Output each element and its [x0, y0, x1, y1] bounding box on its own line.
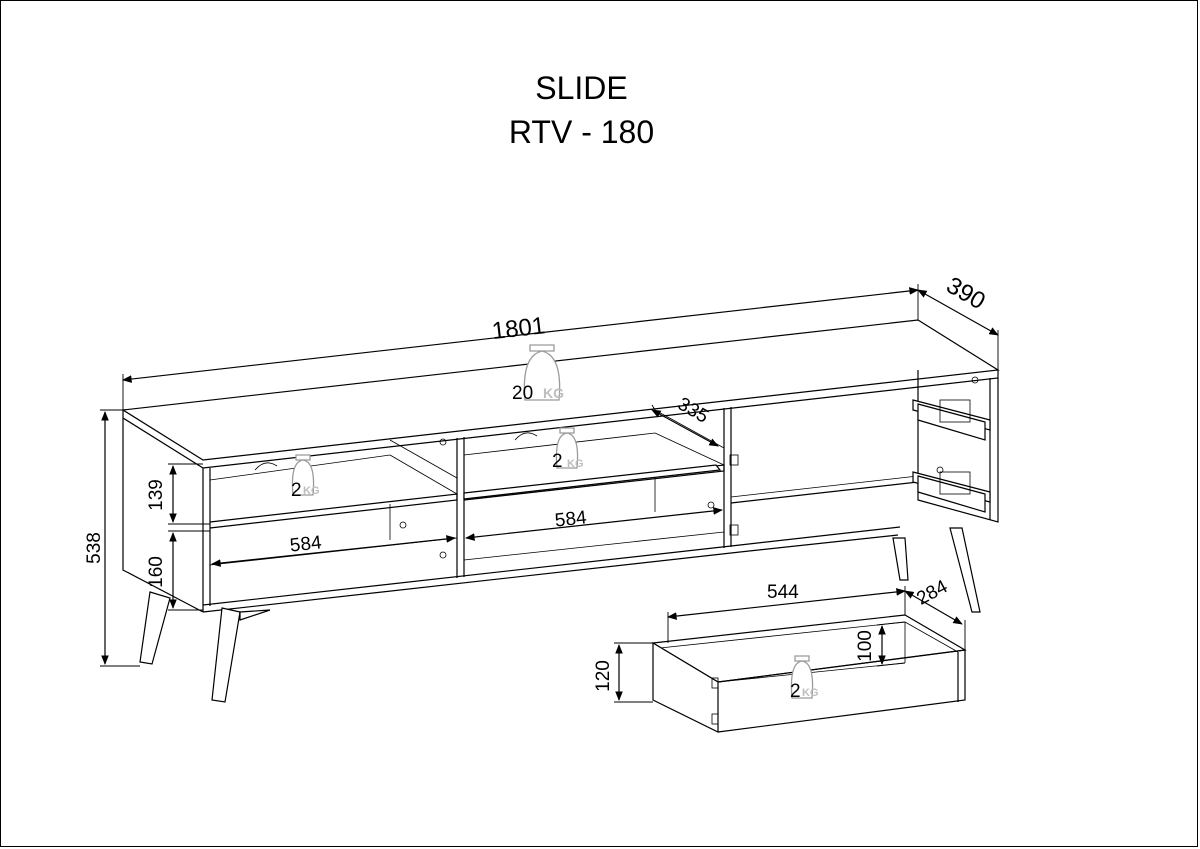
lower-opening-label: 160	[146, 556, 167, 588]
load-middle-label: 2	[552, 451, 563, 472]
drawer-slides	[912, 399, 991, 513]
dimension-left-compartment: 584	[211, 532, 456, 567]
load-top-label: 20	[512, 383, 533, 404]
dimension-width: 1801	[122, 284, 919, 410]
drawer-depth-label: 284	[913, 576, 951, 610]
weight-unit: KG	[303, 485, 320, 497]
dimension-height: 538	[84, 409, 140, 667]
drawer	[651, 614, 967, 733]
drawer-inner-height-label: 100	[855, 630, 876, 662]
weight-icon-left: KG 2	[291, 454, 320, 501]
dimension-lower-opening: 160	[146, 530, 210, 611]
dimension-middle-compartment: 584	[465, 507, 723, 541]
weight-unit: KG	[567, 458, 584, 470]
height-label: 538	[84, 532, 105, 564]
cabinet-legs	[139, 527, 981, 703]
product-name: SLIDE	[535, 70, 628, 106]
weight-unit: KG	[802, 687, 819, 699]
drawer-height-label: 120	[593, 660, 614, 692]
upper-opening-label: 139	[146, 479, 167, 511]
load-left-label: 2	[291, 480, 302, 501]
middle-compartment-label: 584	[554, 507, 588, 531]
dimension-drawer-height: 120	[593, 642, 653, 703]
dimension-upper-opening: 139	[146, 463, 210, 525]
left-compartment-label: 584	[289, 532, 323, 556]
product-model: RTV - 180	[508, 114, 655, 150]
weight-icon-middle: KG 2	[552, 427, 584, 472]
width-label: 1801	[490, 312, 546, 345]
drawer-width-label: 544	[767, 582, 799, 603]
dimension-drawer-inner-height: 100	[855, 621, 906, 667]
load-drawer-label: 2	[790, 681, 801, 702]
weight-unit: KG	[543, 385, 564, 401]
depth-label: 390	[942, 272, 990, 315]
weight-icon-drawer: KG 2	[790, 655, 819, 702]
